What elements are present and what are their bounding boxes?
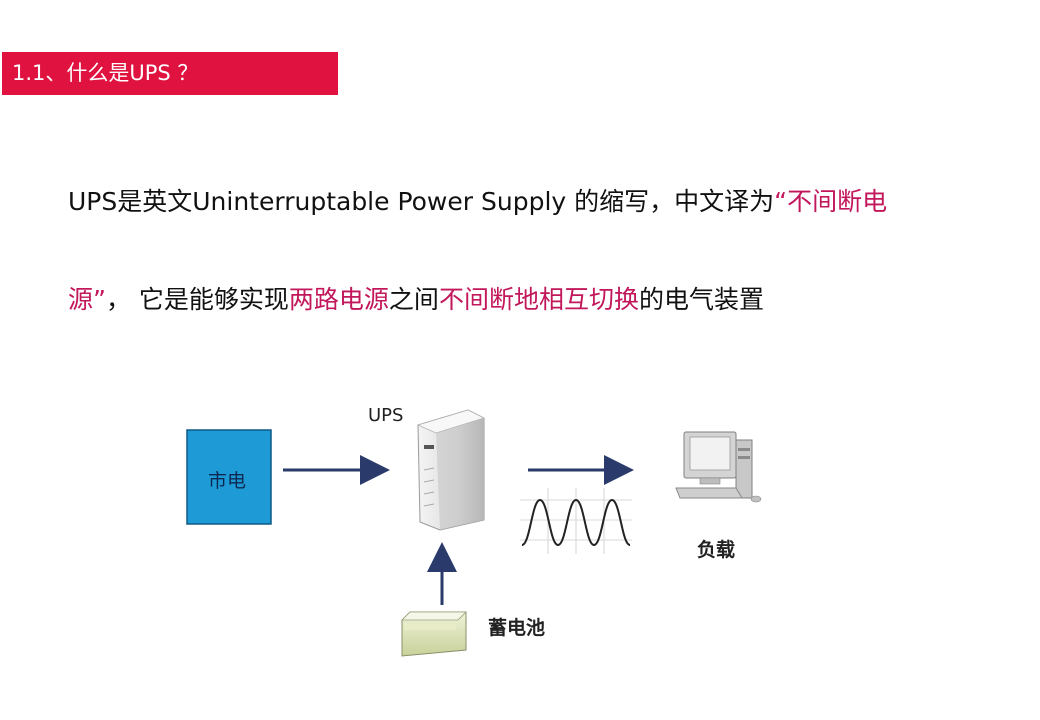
battery-label: 蓄电池 — [488, 613, 545, 640]
ups-label: UPS — [368, 405, 403, 426]
battery-icon — [402, 612, 466, 656]
ups-tower-icon — [418, 410, 484, 530]
sine-wave-graph — [520, 488, 632, 554]
load-label: 负载 — [697, 535, 735, 562]
mains-label: 市电 — [208, 466, 246, 493]
computer-load-icon — [676, 432, 761, 502]
